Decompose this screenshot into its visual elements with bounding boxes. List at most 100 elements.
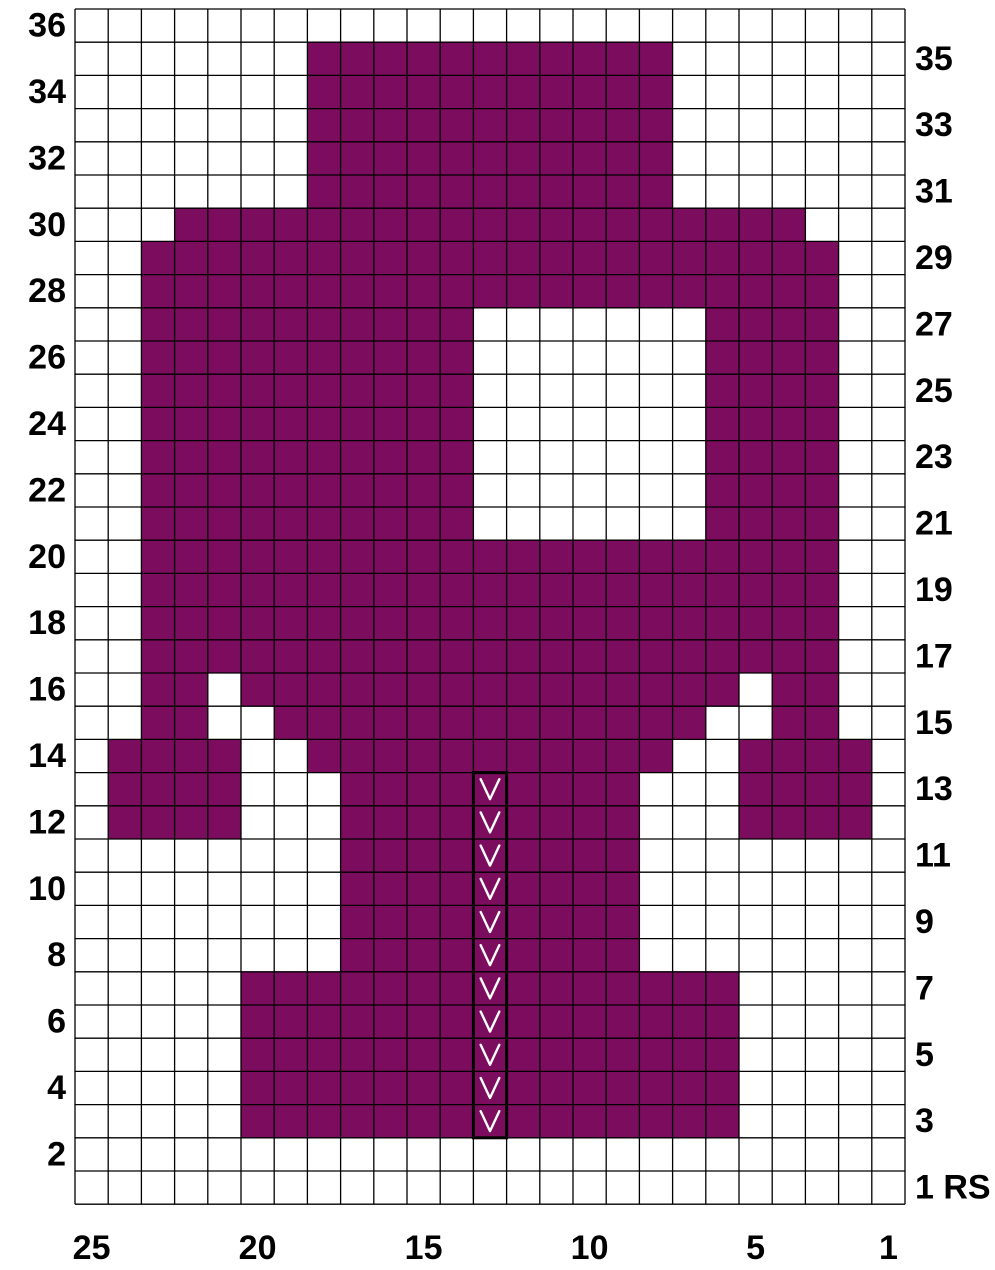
filled-cell-r31-c14 [440,175,474,209]
filled-cell-r25-c18 [307,374,341,408]
filled-cell-r3-c9 [606,1105,640,1139]
filled-cell-r27-c20 [241,308,275,342]
filled-cell-r17-c8 [639,640,673,674]
filled-cell-r33-c8 [639,109,673,143]
filled-cell-r28-c21 [208,275,242,309]
filled-cell-r10-c9 [606,872,640,906]
filled-cell-r20-c9 [606,540,640,574]
filled-cell-r29-c18 [307,241,341,275]
filled-cell-r20-c15 [407,540,441,574]
filled-cell-r15-c19 [274,706,308,740]
filled-cell-r3-c11 [540,1105,574,1139]
filled-cell-r23-c6 [706,441,740,475]
filled-cell-r33-c17 [341,109,375,143]
filled-cell-r14-c10 [573,739,607,773]
filled-cell-r29-c14 [440,241,474,275]
filled-cell-r27-c15 [407,308,441,342]
filled-cell-r16-c20 [241,673,275,707]
filled-cell-r29-c19 [274,241,308,275]
filled-cell-r20-c8 [639,540,673,574]
filled-cell-r35-c15 [407,42,441,76]
filled-cell-r5-c11 [540,1038,574,1072]
filled-cell-r22-c4 [772,474,806,508]
filled-cell-r13-c5 [739,773,773,807]
filled-cell-r30-c18 [307,208,341,242]
filled-cell-r25-c17 [341,374,375,408]
filled-cell-r23-c19 [274,441,308,475]
filled-cell-r14-c23 [141,739,175,773]
right-row-label-1: 1 RS [915,1169,991,1207]
filled-cell-r5-c6 [706,1038,740,1072]
filled-cell-r28-c18 [307,275,341,309]
filled-cell-r7-c8 [639,972,673,1006]
filled-cell-r10-c10 [573,872,607,906]
filled-cell-r24-c3 [805,407,839,441]
filled-cell-r30-c14 [440,208,474,242]
filled-cell-r18-c3 [805,607,839,641]
filled-cell-r5-c14 [440,1038,474,1072]
filled-cell-r29-c13 [473,241,507,275]
filled-cell-r19-c11 [540,573,574,607]
filled-cell-r17-c7 [673,640,707,674]
filled-cell-r26-c18 [307,341,341,375]
filled-cell-r15-c9 [606,706,640,740]
filled-cell-r18-c21 [208,607,242,641]
filled-cell-r15-c23 [141,706,175,740]
filled-cell-r31-c10 [573,175,607,209]
filled-cell-r23-c14 [440,441,474,475]
filled-cell-r30-c19 [274,208,308,242]
filled-cell-r8-c15 [407,939,441,973]
filled-cell-r35-c8 [639,42,673,76]
filled-cell-r34-c17 [341,75,375,109]
filled-cell-r13-c17 [341,773,375,807]
filled-cell-r24-c22 [175,407,209,441]
filled-cell-r30-c22 [175,208,209,242]
filled-cell-r14-c11 [540,739,574,773]
filled-cell-r35-c12 [507,42,541,76]
filled-cell-r5-c15 [407,1038,441,1072]
filled-cell-r8-c13 [473,939,507,973]
filled-cell-r15-c12 [507,706,541,740]
filled-cell-r14-c2 [839,739,873,773]
filled-cell-r3-c18 [307,1105,341,1139]
filled-cell-r7-c7 [673,972,707,1006]
filled-cell-r4-c12 [507,1071,541,1105]
filled-cell-r6-c9 [606,1005,640,1039]
filled-cell-r17-c16 [374,640,408,674]
filled-cell-r28-c6 [706,275,740,309]
filled-cell-r14-c21 [208,739,242,773]
filled-cell-r7-c20 [241,972,275,1006]
filled-cell-r27-c3 [805,308,839,342]
filled-cell-r27-c21 [208,308,242,342]
filled-cell-r26-c5 [739,341,773,375]
filled-cell-r25-c14 [440,374,474,408]
filled-cell-r18-c8 [639,607,673,641]
filled-cell-r12-c21 [208,806,242,840]
filled-cell-r15-c18 [307,706,341,740]
filled-cell-r28-c12 [507,275,541,309]
filled-cell-r8-c16 [374,939,408,973]
filled-cell-r29-c6 [706,241,740,275]
filled-cell-r19-c18 [307,573,341,607]
filled-cell-r22-c5 [739,474,773,508]
filled-cell-r30-c5 [739,208,773,242]
filled-cell-r20-c20 [241,540,275,574]
filled-cell-r6-c16 [374,1005,408,1039]
filled-cell-r4-c16 [374,1071,408,1105]
filled-cell-r20-c12 [507,540,541,574]
filled-cell-r32-c8 [639,142,673,176]
filled-cell-r12-c24 [108,806,142,840]
filled-cell-r11-c12 [507,839,541,873]
filled-cell-r31-c15 [407,175,441,209]
filled-cell-r19-c19 [274,573,308,607]
filled-cell-r29-c8 [639,241,673,275]
filled-cell-r32-c12 [507,142,541,176]
filled-cell-r16-c15 [407,673,441,707]
filled-cell-r3-c20 [241,1105,275,1139]
filled-cell-r19-c5 [739,573,773,607]
filled-cell-r28-c11 [540,275,574,309]
filled-cell-r20-c10 [573,540,607,574]
filled-cell-r20-c14 [440,540,474,574]
filled-cell-r28-c20 [241,275,275,309]
filled-cell-r21-c3 [805,507,839,541]
